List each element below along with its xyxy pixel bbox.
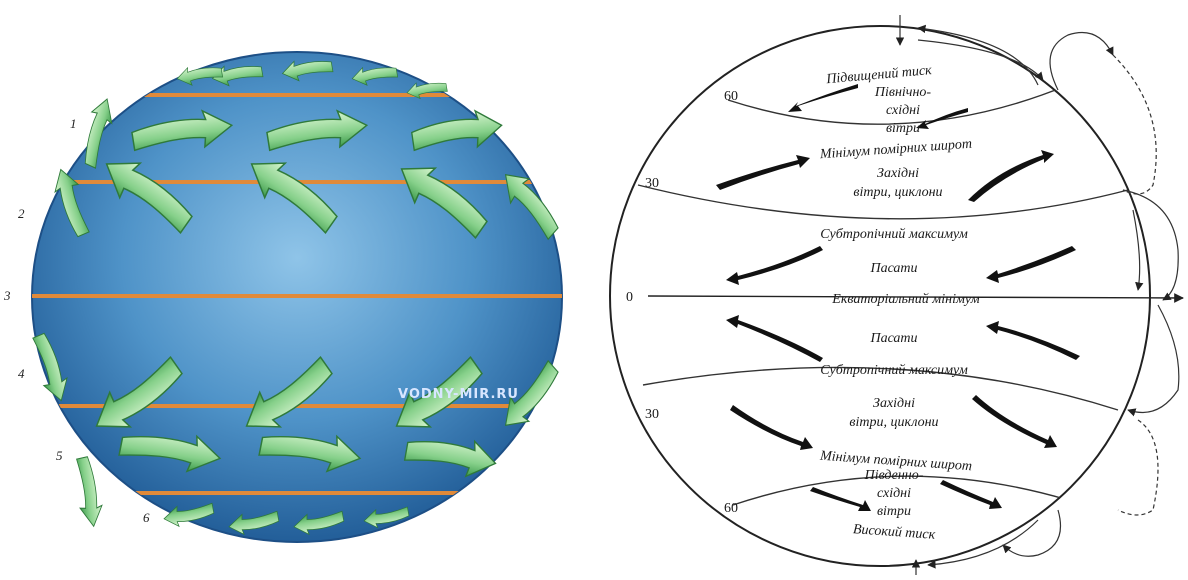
zone-label-northeast-winds-1: Північно- [874, 85, 932, 100]
wind-arrow [726, 315, 823, 362]
wind-arrow [972, 395, 1057, 448]
wind-arrow [940, 480, 1002, 509]
pressure-belts-diagram: 60 30 0 30 60 Підвищений тиск Північно- … [598, 0, 1188, 575]
pressure-belts-svg: 60 30 0 30 60 Підвищений тиск Північно- … [609, 15, 1184, 575]
zone-label-westerlies-south-2: вітри, циклони [849, 415, 938, 430]
band-number-3: 3 [3, 288, 11, 303]
wind-arrow [986, 246, 1076, 283]
zone-label-westerlies-north-1: Західні [877, 166, 919, 181]
wind-arrow [716, 155, 810, 190]
wind-arrow [986, 321, 1080, 360]
band-number-5: 5 [56, 448, 63, 463]
circulation-arrow [927, 519, 1039, 569]
zone-label-northeast-winds-3: вітри [886, 121, 920, 136]
rim-arrow [72, 454, 106, 530]
latitude-60n-curve [727, 84, 1069, 125]
latitude-label-30s: 30 [645, 407, 659, 422]
circulation-arrow-dashed [1117, 419, 1159, 516]
circulation-arrows [895, 15, 1180, 575]
zone-label-southeast-winds-3: вітри [877, 504, 911, 519]
wind-belts-globe-diagram: 1 2 3 4 5 6 VODNY-MIR.RU [0, 0, 590, 575]
zone-label-trade-winds-south: Пасати [869, 331, 917, 346]
wind-arrow [810, 487, 871, 511]
latitude-label-60n: 60 [724, 89, 738, 104]
zone-label-southeast-winds-1: Південно- [864, 468, 924, 483]
zone-label-southeast-winds-2: східні [877, 486, 911, 501]
band-number-1: 1 [70, 116, 77, 131]
globe-outline [609, 25, 1151, 567]
wind-arrow [968, 150, 1054, 202]
wind-arrow [730, 405, 813, 450]
wind-arrow [726, 246, 823, 285]
zone-label-trade-winds-north: Пасати [869, 261, 917, 276]
circulation-arrow [917, 39, 1044, 81]
zone-label-westerlies-north-2: вітри, циклони [853, 185, 942, 200]
globe-svg: 1 2 3 4 5 6 VODNY-MIR.RU [3, 51, 566, 543]
wind-arrow [916, 108, 968, 129]
wind-arrows [716, 84, 1080, 511]
circulation-arrow [1049, 31, 1114, 91]
zone-label-subtropical-max-south: Субтропічний максимум [820, 363, 968, 378]
latitude-label-30n: 30 [645, 176, 659, 191]
latitude-label-0: 0 [626, 290, 633, 305]
circulation-arrow [1127, 304, 1180, 417]
latitude-curves [637, 84, 1129, 506]
watermark-text: VODNY-MIR.RU [398, 387, 519, 402]
equator-line [647, 293, 1184, 303]
latitude-label-60s: 60 [724, 501, 738, 516]
zone-label-high-pressure-south: Високий тиск [852, 522, 936, 543]
zone-label-westerlies-south-1: Західні [873, 396, 915, 411]
zone-label-northeast-winds-2: східні [886, 103, 920, 118]
band-number-6: 6 [143, 510, 150, 525]
circulation-arrow [1122, 189, 1179, 301]
latitude-30s-curve [642, 366, 1119, 411]
zone-label-equatorial-min: Екваторіальний мінімум [831, 292, 979, 307]
band-number-4: 4 [18, 366, 25, 381]
latitude-60s-curve [732, 475, 1069, 506]
band-number-2: 2 [18, 206, 25, 221]
circulation-arrow [1002, 509, 1062, 557]
wind-arrow [788, 84, 858, 112]
latitude-30n-curve [637, 184, 1129, 220]
zone-label-subtropical-max-north: Субтропічний максимум [820, 227, 968, 242]
circulation-arrow [917, 24, 1039, 86]
circulation-arrow [1132, 209, 1144, 291]
